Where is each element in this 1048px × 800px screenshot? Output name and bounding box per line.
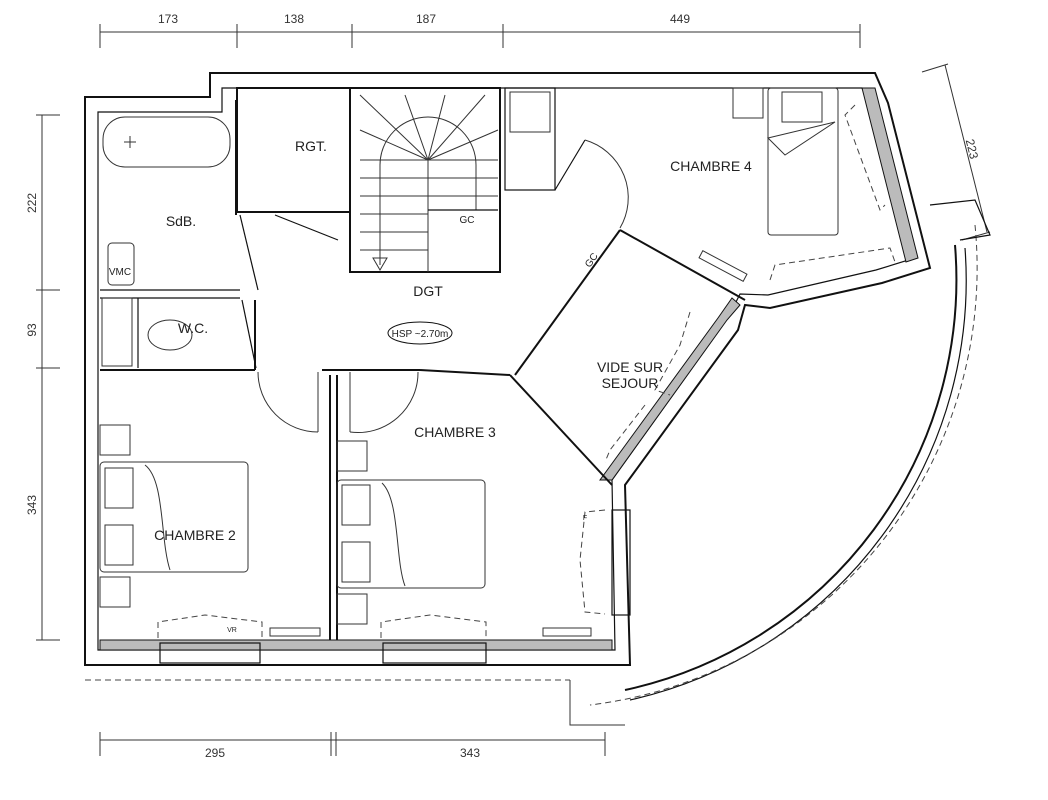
dim-top-4: 449 [670, 12, 690, 26]
label-gc-stair: GC [460, 215, 475, 226]
dimension-right: 223 [921, 63, 991, 241]
bed-chambre-3 [336, 479, 486, 589]
bathtub [102, 116, 231, 168]
dim-left-1: 222 [25, 193, 39, 213]
dimension-bottom: 295 343 [99, 732, 606, 760]
dim-right-1: 223 [963, 138, 982, 161]
windows [157, 104, 896, 664]
hsp-oval [387, 321, 453, 345]
dim-top-1: 173 [158, 12, 178, 26]
label-rgt: RGT. [295, 138, 327, 154]
dim-left-2: 93 [25, 323, 39, 337]
room-labels: RGT. SdB. VMC DGT W.C. HSP ~2.70m GC GC … [109, 138, 752, 634]
label-vide-sur: VIDE SUR [597, 359, 663, 375]
bed-chambre-2 [99, 461, 249, 573]
dim-top-3: 187 [416, 12, 436, 26]
label-dgt: DGT [413, 283, 443, 299]
dim-left-3: 343 [25, 495, 39, 515]
label-sejour: SEJOUR [602, 375, 659, 391]
staircase [359, 94, 499, 272]
outer-walls [84, 72, 932, 666]
label-chambre-3: CHAMBRE 3 [414, 424, 496, 440]
label-sdb: SdB. [166, 213, 196, 229]
beds [99, 87, 839, 625]
toilet [147, 319, 193, 351]
label-wc: W.C. [178, 320, 208, 336]
dim-bottom-2: 343 [460, 746, 480, 760]
stair-arrow-icon [372, 257, 388, 271]
label-hsp: HSP ~2.70m [392, 329, 449, 340]
dim-bottom-1: 295 [205, 746, 225, 760]
label-gc-vide: GC [583, 251, 601, 270]
dimension-top: 173 138 187 449 [99, 12, 861, 48]
bed-chambre-4 [767, 87, 839, 236]
label-chambre-2: CHAMBRE 2 [154, 527, 236, 543]
sink [107, 242, 135, 286]
label-f: F [583, 515, 587, 522]
wc-cabinet [101, 297, 133, 367]
balcony [85, 199, 991, 726]
label-chambre-4: CHAMBRE 4 [670, 158, 752, 174]
label-vmc: VMC [109, 267, 131, 278]
label-vr: VR [227, 627, 237, 634]
fixtures [101, 87, 764, 367]
dim-top-2: 138 [284, 12, 304, 26]
dimension-left: 222 93 343 [25, 114, 60, 641]
